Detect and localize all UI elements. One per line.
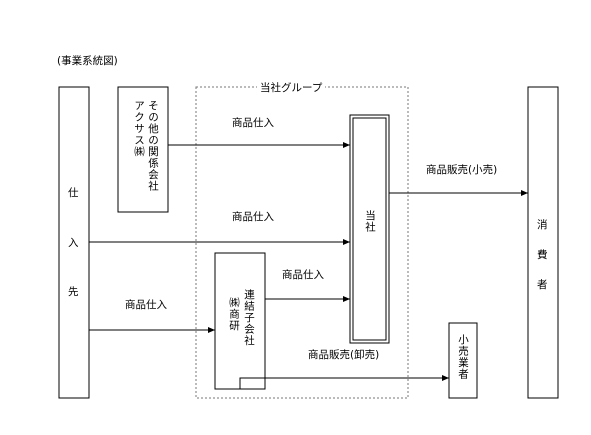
edge-label-subsidiary-to-parent: 商品仕入	[282, 269, 324, 281]
consumer-label-char-2: 費	[537, 249, 548, 261]
supplier-label-char-1: 仕	[68, 187, 79, 199]
edge-label-parent-to-consumer: 商品販売(小売)	[426, 164, 498, 176]
retailer-box	[448, 322, 478, 399]
edge-label-subsidiary-to-retailer: 商品販売(卸売)	[308, 349, 380, 361]
parent-company-label: 当社	[364, 210, 377, 233]
arrow-subsidiary-to-retailer	[239, 375, 449, 389]
consumer-label-char-3: 者	[537, 279, 548, 291]
edge-label-supplier-to-parent: 商品仕入	[232, 211, 274, 223]
supplier-box	[58, 86, 90, 399]
other-related-company-name: アクサス㈱	[133, 100, 146, 158]
other-related-company-box	[117, 86, 169, 213]
edge-label-other-to-parent: 商品仕入	[232, 117, 274, 129]
consolidated-subsidiary-name: ㈱商研	[228, 297, 241, 332]
other-related-company-label: その他の関係会社	[147, 100, 160, 192]
group-label: 当社グループ	[257, 83, 326, 94]
supplier-label-char-3: 先	[68, 286, 79, 298]
consolidated-subsidiary-label: 連結子会社	[243, 289, 256, 347]
supplier-label-char-2: 入	[68, 237, 79, 249]
diagram-title: (事業系統図)	[57, 55, 118, 67]
parent-company-box-outer	[349, 114, 390, 344]
retailer-label: 小売業者	[457, 334, 470, 380]
consumer-box	[527, 86, 559, 399]
consolidated-subsidiary-box	[214, 252, 266, 390]
parent-company-box-inner	[352, 117, 387, 341]
edge-label-supplier-to-subsidiary: 商品仕入	[125, 299, 167, 311]
consumer-label-char-1: 消	[537, 219, 548, 231]
